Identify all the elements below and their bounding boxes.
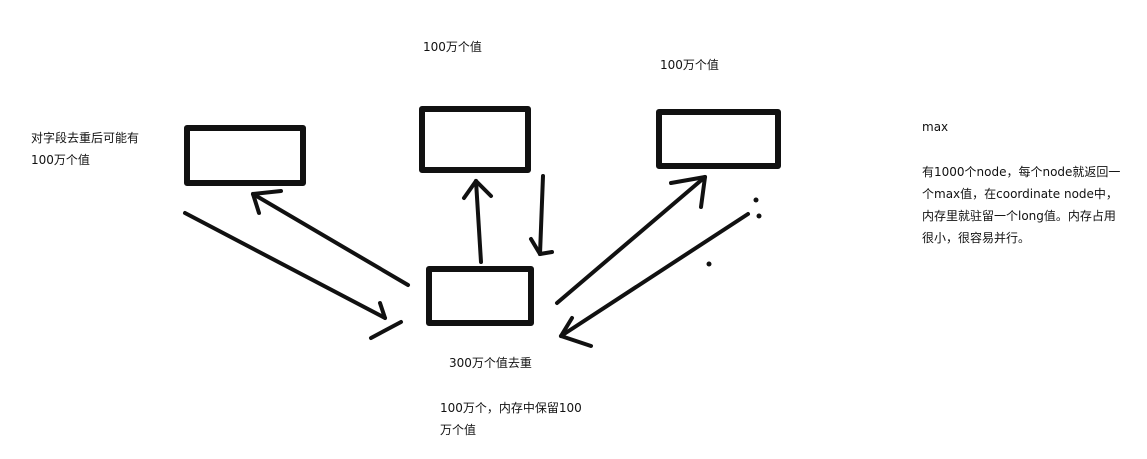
ellipsis-dot [753, 197, 759, 203]
note-body: 有1000个node，每个node就返回一 个max值，在coordinate … [922, 165, 1121, 245]
ellipsis-dots [706, 197, 762, 267]
arrow-coordinator-to-left-node [251, 189, 410, 287]
label-coordinator-memory: 100万个，内存中保留100 万个值 [440, 401, 582, 437]
arrow-center-node-to-coordinator [529, 174, 554, 256]
label-coordinator-dedup: 300万个值去重 [449, 356, 532, 370]
node-box-left [184, 125, 306, 186]
arrow-coordinator-to-right-node [555, 175, 707, 305]
arrow-right-node-to-coordinator [559, 212, 750, 348]
note-title: max [922, 120, 949, 134]
node-box-center [419, 106, 531, 173]
label-top-center-node: 100万个值 [423, 40, 482, 54]
arrow-left-node-to-coordinator [183, 211, 403, 340]
ellipsis-dot [706, 261, 712, 267]
label-left-node: 对字段去重后可能有 100万个值 [31, 131, 140, 167]
label-top-right-node: 100万个值 [660, 58, 719, 72]
arrow-coordinator-to-center-node [462, 179, 493, 264]
node-box-right [656, 109, 781, 169]
coordinator-box [426, 266, 534, 326]
ellipsis-dot [756, 213, 762, 219]
